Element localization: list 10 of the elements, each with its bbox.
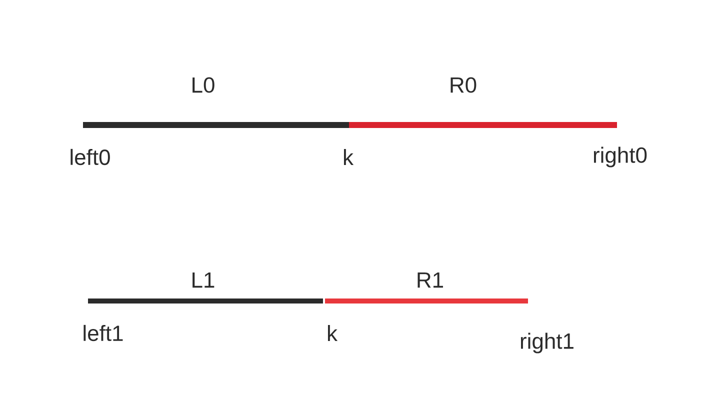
point-label: right0 <box>594 146 647 168</box>
point-label: k <box>344 149 354 165</box>
point-label: left0 <box>70 148 110 166</box>
point-label: R0 <box>450 77 476 93</box>
point-label: L1 <box>192 272 214 288</box>
point-label: R1 <box>418 272 443 288</box>
point-label: L0 <box>192 77 214 93</box>
point-label: k <box>328 325 338 341</box>
point-label: left1 <box>84 324 123 342</box>
point-label: right1 <box>520 332 574 354</box>
